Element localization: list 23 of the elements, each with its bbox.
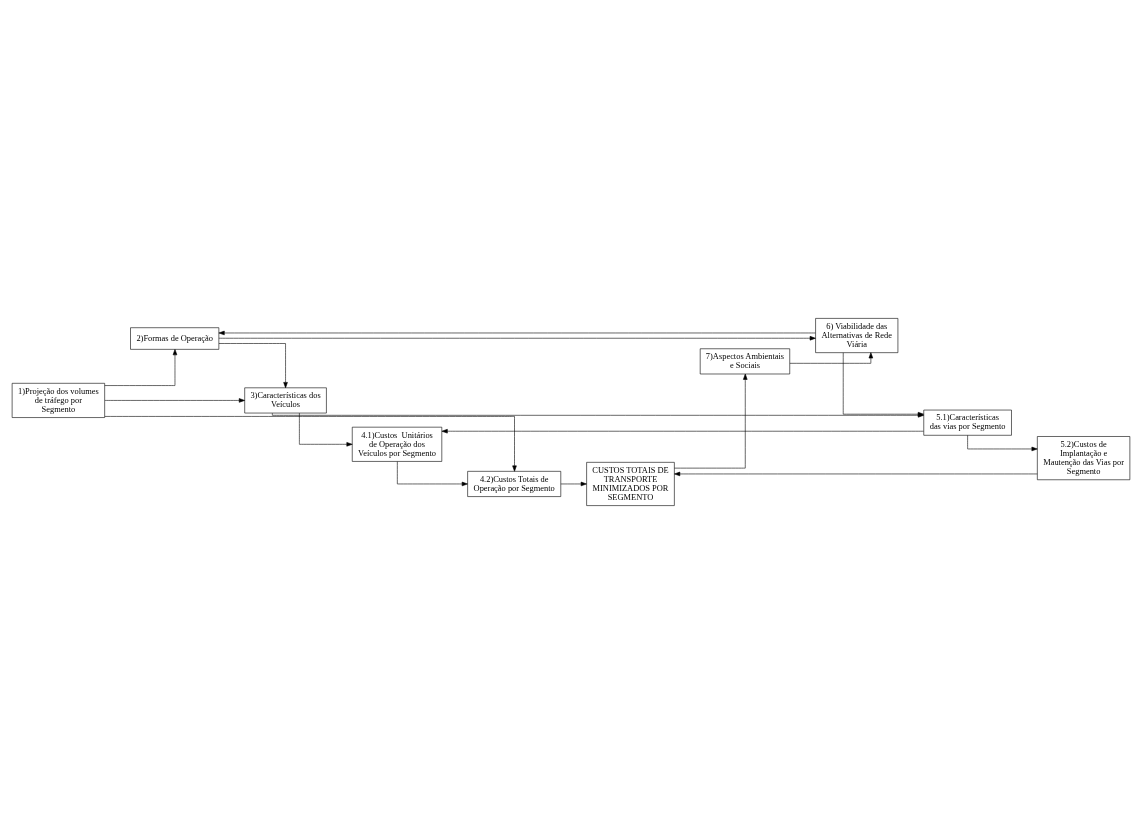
arrow <box>104 397 245 403</box>
arrow <box>441 428 924 433</box>
node-box: 7)Aspectos Ambientais e Sociais <box>699 347 791 374</box>
arrow <box>560 481 587 486</box>
node-box: 5.2)Custos de Implantação e Mautenção das Vias por Segmento <box>1037 435 1131 480</box>
node-box: 3)Características dos Veículos <box>244 387 327 413</box>
arrow <box>218 342 288 388</box>
arrow <box>789 351 874 364</box>
node-box: CUSTOS TOTAIS DE TRANSPORTE MINIMIZADOS POR SEGMENTO <box>586 461 675 506</box>
arrow <box>104 348 178 386</box>
node-box: 2)Formas de Operação <box>130 326 220 350</box>
arrow <box>299 412 353 446</box>
arrow <box>397 460 468 486</box>
arrow <box>674 471 1038 476</box>
node-box: 6) Viabilidade das Alternativas de Rede Viária <box>815 317 899 353</box>
node-box: 5.1)Características das vias por Segmento <box>923 409 1012 436</box>
node-box: 4.1)Custos Unitários de Operação dos Veículos por Segmento <box>351 426 443 462</box>
arrow <box>218 330 816 335</box>
arrow <box>104 415 517 472</box>
node-box: 4.2)Custos Totais de Operação por Segmento <box>467 470 562 497</box>
node-box: 1)Projeção dos volumes de tráfego por Segmento <box>11 382 105 418</box>
arrow <box>674 373 748 468</box>
arrow <box>218 335 816 340</box>
